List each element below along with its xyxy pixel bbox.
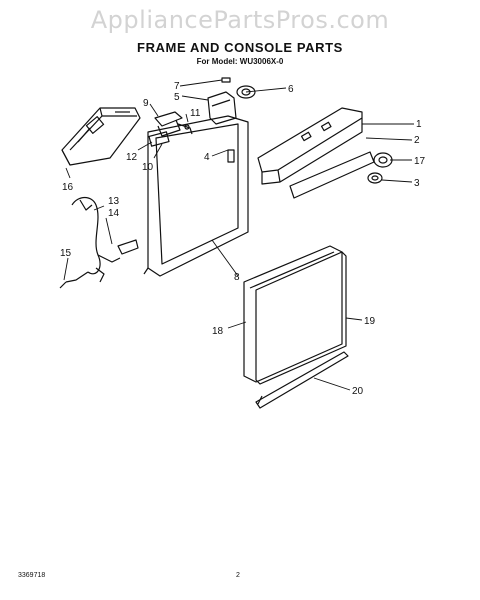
part-8-frame (143, 115, 249, 277)
part-13-15-harness (59, 196, 139, 289)
page-title: FRAME AND CONSOLE PARTS (137, 40, 343, 55)
callout-18: 18 (212, 326, 224, 337)
callout-13: 13 (108, 196, 120, 207)
callout-8: 8 (234, 272, 240, 283)
callout-9: 9 (143, 98, 149, 109)
callout-6: 6 (288, 84, 294, 95)
part-2-overlay (289, 151, 375, 199)
callout-3: 3 (414, 178, 420, 189)
part-9-12-latch (148, 111, 193, 147)
callout-7: 7 (174, 81, 180, 92)
callout-10: 10 (142, 162, 154, 173)
part-17-knob (373, 152, 393, 168)
callout-19: 19 (364, 316, 376, 327)
callout-17: 17 (414, 156, 426, 167)
callout-1: 1 (416, 119, 422, 130)
callout-15: 15 (60, 248, 72, 259)
document-code: 3369718 (18, 572, 46, 579)
part-3-knob (367, 172, 383, 184)
page-number: 2 (236, 572, 240, 579)
part-20-trim (255, 351, 349, 409)
callout-5: 5 (174, 92, 180, 103)
callout-11: 11 (190, 108, 201, 119)
model-subtitle: For Model: WU3006X-0 (196, 57, 284, 66)
callout-12: 12 (126, 152, 138, 163)
callout-20: 20 (352, 386, 364, 397)
callout-16: 16 (62, 182, 74, 193)
leader-lines (63, 79, 414, 391)
part-16-housing (61, 107, 141, 166)
callout-4: 4 (204, 152, 210, 163)
part-18-panel (243, 245, 343, 383)
part-19-panel (255, 251, 347, 385)
callout-14: 14 (108, 208, 120, 219)
watermark: AppliancePartsPros.com (90, 6, 390, 34)
part-1-console (257, 107, 363, 185)
callout-2: 2 (414, 135, 420, 146)
